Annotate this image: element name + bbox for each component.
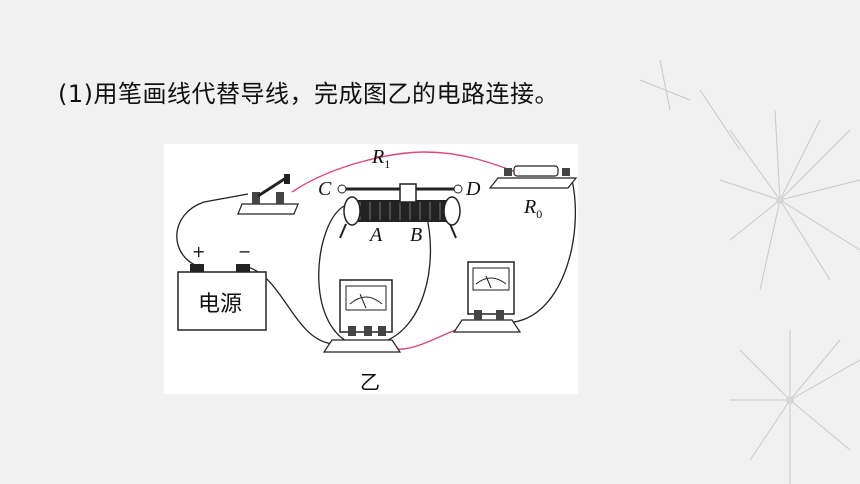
- source-negative-terminal: [236, 264, 250, 272]
- label-source-plus: +: [192, 242, 206, 261]
- wire-voltmeter-a: [318, 205, 353, 345]
- source-positive-terminal: [190, 264, 204, 272]
- drawn-wire-switch-r0: [291, 151, 517, 193]
- dandelion-decoration: [639, 59, 860, 484]
- label-r0: R0: [524, 196, 543, 221]
- circuit-diagram: [176, 151, 578, 353]
- resistor-r0: [488, 165, 578, 189]
- wire-b-voltmeter: [375, 213, 432, 345]
- label-b: B: [410, 224, 423, 246]
- label-power-source: 电源: [198, 292, 243, 317]
- label-c: C: [318, 178, 332, 200]
- ammeter: [452, 261, 522, 333]
- label-a: A: [370, 224, 383, 246]
- power-source-box: [177, 271, 267, 331]
- rheostat: [337, 183, 463, 239]
- knife-switch: [237, 174, 299, 215]
- label-d: D: [466, 178, 481, 200]
- label-r1: R1: [372, 146, 391, 171]
- question-text: (1)用笔画线代替导线，完成图乙的电路连接。: [58, 80, 559, 108]
- figure-caption: 乙: [360, 370, 380, 394]
- voltmeter: [322, 279, 402, 353]
- wire-source-switch: [176, 193, 249, 267]
- label-source-minus: −: [238, 242, 252, 261]
- wire-r0-ammeter: [513, 179, 576, 323]
- circuit-figure: R1 C D A B R0 + − 电源 乙: [164, 144, 578, 394]
